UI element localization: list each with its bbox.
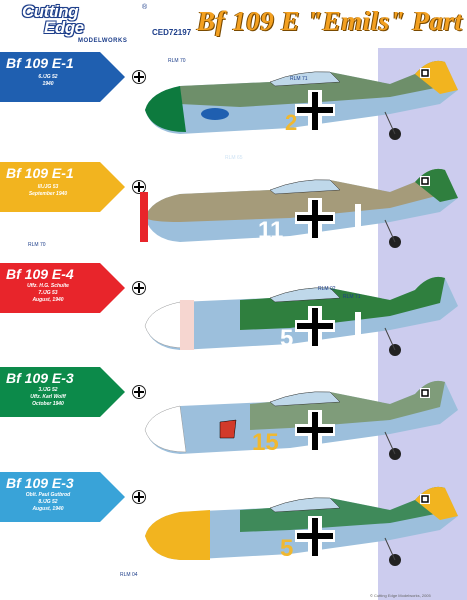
- profile-1-note: RLM 71: [290, 76, 308, 82]
- profile-2-aircraft: 11: [140, 168, 458, 248]
- registered-mark: ®: [142, 4, 148, 11]
- profile-1-note: RLM 70: [168, 58, 186, 64]
- profile-1-line: 6./JG 52: [38, 74, 58, 80]
- profile-5-line: Oblt. Paul Gutbrod: [25, 492, 71, 498]
- profile-5-line: August, 1940: [32, 506, 64, 512]
- profile-2-name: Bf 109 E-1: [6, 165, 74, 181]
- profile-3-aircraft: 5: [144, 276, 458, 356]
- svg-text:2: 2: [285, 110, 297, 135]
- profile-4-label-arrow: [0, 367, 125, 417]
- profile-1-note: RLM 65: [225, 155, 243, 161]
- profile-1-label: Bf 109 E-1 6./JG 52 1940: [0, 52, 128, 102]
- profile-2-note: RLM 70: [28, 242, 46, 248]
- profile-3-note: RLM 02: [318, 286, 336, 292]
- profile-4-name: Bf 109 E-3: [6, 370, 74, 386]
- profile-5-line: 8./JG 52: [38, 499, 58, 505]
- profile-4-label: Bf 109 E-3 3./JG 52 Uffz. Karl Wolff Oct…: [0, 367, 128, 417]
- copyright: © Cutting Edge Modelworks, 2005: [370, 593, 431, 598]
- balkenkreuz-icon: [132, 385, 146, 399]
- profile-4-line: Uffz. Karl Wolff: [30, 394, 66, 400]
- profile-2-label: Bf 109 E-1 III./JG 53 September 1940: [0, 162, 128, 212]
- balkenkreuz-icon: [132, 490, 146, 504]
- profile-3-label: Bf 109 E-4 Uffz. H.G. Schulte 7./JG 53 A…: [0, 263, 128, 313]
- profile-4-aircraft: 15: [144, 380, 458, 460]
- svg-text:15: 15: [252, 429, 279, 456]
- profile-5-aircraft: 5: [145, 486, 458, 566]
- profile-1-line: 1940: [42, 81, 54, 87]
- profile-4-line: 3./JG 52: [38, 387, 58, 393]
- page-title: Bf 109 E "Emils" Part 5: [197, 6, 467, 36]
- profile-1-name: Bf 109 E-1: [6, 55, 74, 71]
- brand-line2: Edge: [44, 18, 84, 37]
- brand-line1: Cutting: [22, 2, 78, 21]
- profile-2-label-arrow: [0, 162, 125, 212]
- balkenkreuz-icon: [132, 281, 146, 295]
- profile-5-label: Bf 109 E-3 Oblt. Paul Gutbrod 8./JG 52 A…: [0, 472, 128, 522]
- profile-3-line: Uffz. H.G. Schulte: [27, 283, 69, 289]
- brand-logo: Cutting Edge MODELWORKS: [8, 2, 138, 46]
- profile-2-line: III./JG 53: [37, 184, 59, 190]
- svg-text:5: 5: [280, 325, 293, 352]
- svg-text:5: 5: [280, 535, 293, 562]
- profile-3-line: August, 1940: [32, 297, 64, 303]
- profile-4-line: October 1940: [32, 401, 64, 407]
- brand-line3: MODELWORKS: [78, 38, 128, 44]
- svg-text:11: 11: [258, 217, 283, 244]
- profile-3-name: Bf 109 E-4: [6, 266, 74, 282]
- product-code: CED72197: [152, 28, 192, 37]
- profile-3-note: RLM 71: [343, 294, 361, 300]
- profile-5-note: RLM 04: [120, 572, 138, 578]
- profile-1-label-arrow: [0, 52, 125, 102]
- profile-5-name: Bf 109 E-3: [6, 475, 74, 491]
- balkenkreuz-icon: [132, 180, 146, 194]
- header: Cutting Edge MODELWORKS ® CED72197 Bf 10…: [0, 0, 467, 48]
- balkenkreuz-icon: [132, 70, 146, 84]
- profile-5-label-arrow: [0, 472, 125, 522]
- profile-1-aircraft: 2: [145, 60, 458, 140]
- profile-2-line: September 1940: [28, 191, 68, 197]
- profile-3-label-arrow: [0, 263, 125, 313]
- profile-3-line: 7./JG 53: [38, 290, 58, 296]
